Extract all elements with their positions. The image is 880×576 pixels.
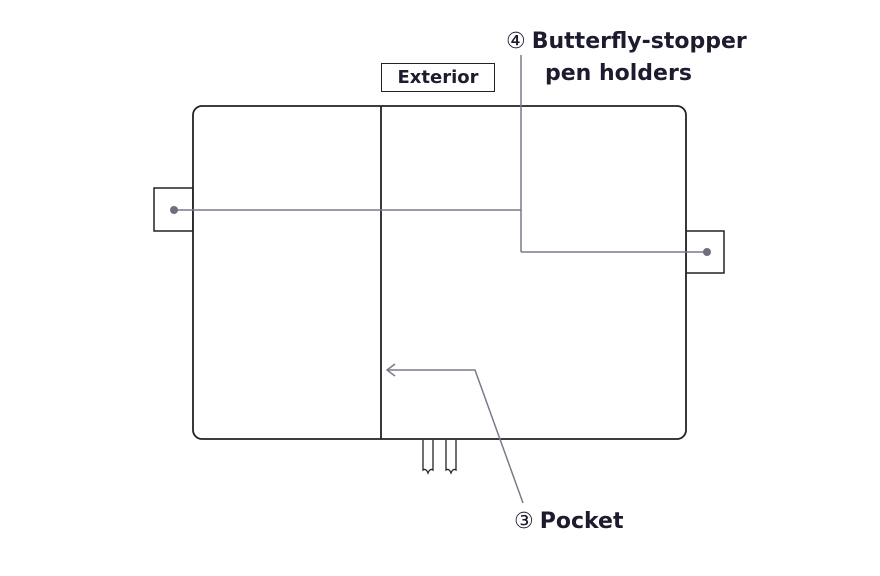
notebook-cover — [192, 105, 687, 440]
right-holder-dot — [703, 248, 711, 256]
callout-pen-holders-line2: pen holders — [545, 61, 692, 86]
ribbon-bookmarks — [422, 440, 457, 475]
left-holder-dot — [170, 206, 178, 214]
callout-pocket-label: Pocket — [539, 509, 624, 534]
exterior-label: Exterior — [381, 63, 495, 92]
callout-number-4: ④ — [506, 29, 526, 54]
callout-number-3: ③ — [514, 509, 534, 534]
callout-pen-holders-line1: Butterfly-stopper — [531, 29, 747, 54]
pen-holder-leader — [174, 55, 707, 253]
pocket-leader — [385, 363, 524, 504]
